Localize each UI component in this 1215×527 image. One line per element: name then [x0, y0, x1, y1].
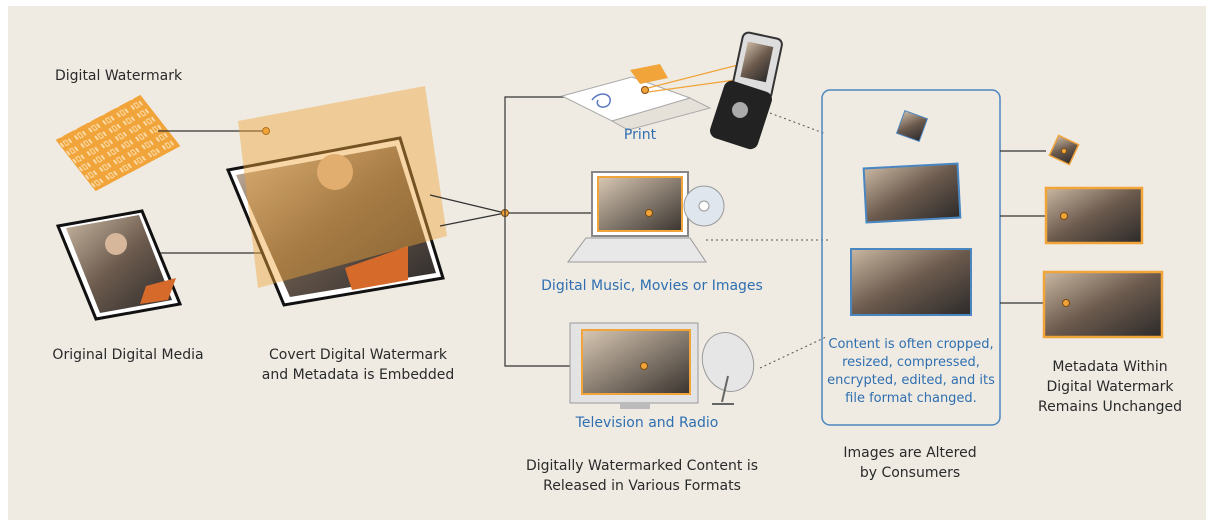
label-print: Print	[623, 127, 657, 143]
label-embedded: Covert Digital Watermark and Metadata is…	[261, 347, 455, 383]
phone-illustration	[710, 31, 783, 150]
dotted-link-tv	[759, 336, 827, 369]
connector-dot	[640, 362, 648, 370]
tv-illustration	[569, 322, 755, 409]
watermark-overlay	[238, 86, 447, 288]
embedded-photo	[225, 136, 445, 307]
output-thumb-large	[1042, 270, 1164, 339]
label-unchanged: Metadata Within Digital Watermark Remain…	[1038, 359, 1182, 415]
connector-dot	[645, 209, 653, 217]
altered-thumb-large	[850, 248, 972, 316]
altered-thumb-small	[895, 109, 929, 143]
connector-dot	[641, 86, 649, 94]
connector-dot	[262, 127, 270, 135]
output-thumb-medium	[1044, 186, 1144, 245]
altered-thumb-medium	[862, 162, 962, 224]
label-box-text: Content is often cropped, resized, compr…	[827, 337, 995, 406]
original-media-photo	[55, 209, 183, 321]
consumer-box	[821, 89, 1001, 426]
watermark-card	[55, 94, 181, 192]
label-original-media: Original Digital Media	[52, 347, 204, 363]
background-panel	[8, 6, 1206, 520]
print-illustration	[560, 64, 712, 131]
label-altered: Images are Altered by Consumers	[843, 445, 977, 481]
laptop-illustration	[567, 171, 725, 263]
label-digital-watermark: Digital Watermark	[55, 68, 183, 84]
label-tv-radio: Television and Radio	[575, 415, 719, 431]
label-digital-music: Digital Music, Movies or Images	[541, 278, 763, 294]
label-released: Digitally Watermarked Content is Release…	[525, 458, 758, 494]
